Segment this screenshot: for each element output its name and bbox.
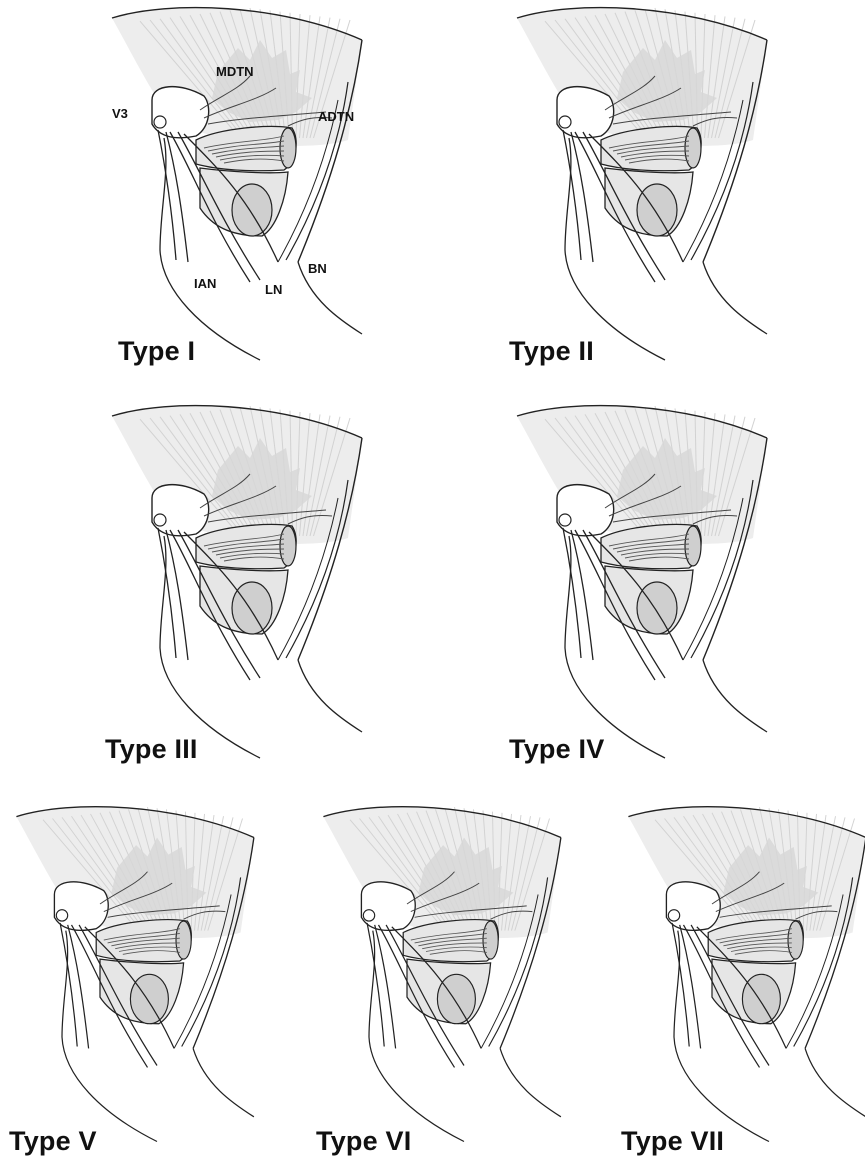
mdtn-label: MDTN <box>216 64 254 79</box>
v3-label: V3 <box>112 106 128 121</box>
bn-label: BN <box>308 261 327 276</box>
adtn-label: ADTN <box>318 109 354 124</box>
ian-label: IAN <box>194 276 216 291</box>
ln-label: LN <box>265 282 282 297</box>
